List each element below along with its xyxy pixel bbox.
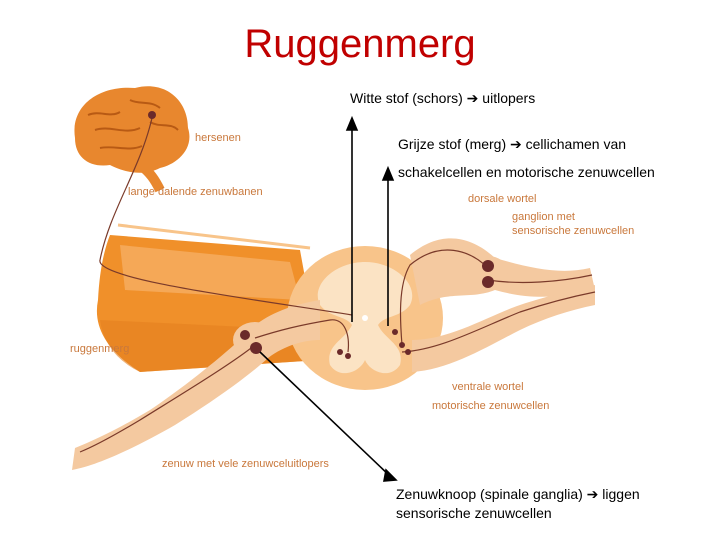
nerve-fibers	[79, 117, 596, 453]
ganglion-arrowhead	[383, 468, 398, 482]
label-ganglion-2: sensorische zenuwcellen	[512, 225, 635, 237]
label-ganglion-1: ganglion met	[512, 211, 575, 223]
note-ganglion-2: sensorische zenuwcellen	[396, 505, 552, 521]
label-motor-neurons: motorische zenuwcellen	[432, 400, 550, 412]
note-ganglion-1: Zenuwknoop (spinale ganglia) ➔ liggen	[396, 486, 640, 502]
pointer-arrows	[259, 115, 398, 482]
label-spinal-cord: ruggenmerg	[70, 343, 130, 355]
label-brain: hersenen	[195, 132, 241, 144]
brain-illustration	[74, 86, 190, 193]
white-matter-arrowhead	[345, 115, 359, 131]
label-descending-tracts: lange dalende zenuwbanen	[128, 186, 263, 198]
note-grey-matter-2: schakelcellen en motorische zenuwcellen	[398, 164, 655, 180]
spinal-cord-body	[96, 223, 321, 372]
page-title: Ruggenmerg	[244, 22, 476, 66]
note-white-matter: Witte stof (schors) ➔ uitlopers	[350, 90, 536, 106]
label-ventral-root: ventrale wortel	[452, 381, 524, 393]
cell-bodies	[148, 111, 494, 359]
label-dorsal-root: dorsale wortel	[468, 193, 537, 205]
label-nerve: zenuw met vele zenuwceluitlopers	[162, 458, 329, 470]
grey-matter-arrowhead	[381, 165, 395, 181]
note-grey-matter-1: Grijze stof (merg) ➔ cellichamen van	[398, 136, 627, 152]
